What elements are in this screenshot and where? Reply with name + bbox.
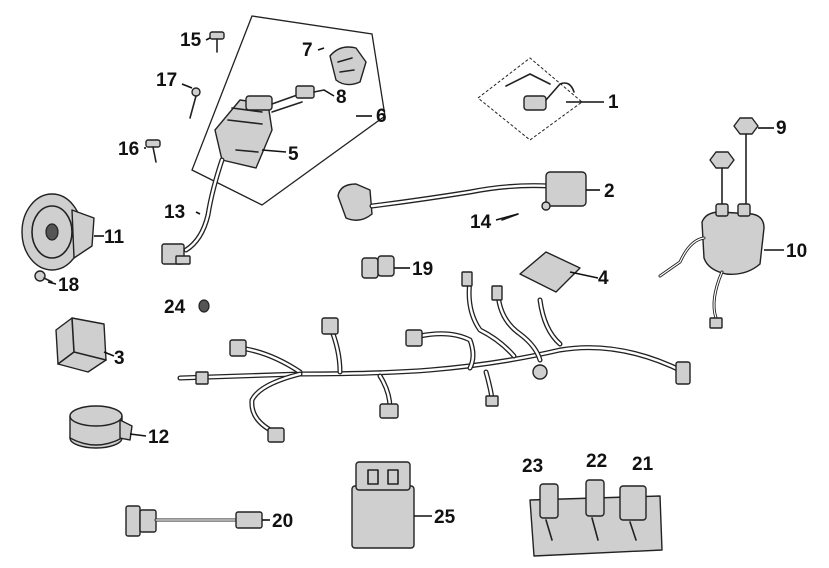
part-10-fuel-unit — [658, 203, 765, 329]
callout-7: 7 — [302, 40, 313, 61]
callout-17: 17 — [156, 70, 177, 91]
screw-15 — [209, 31, 225, 53]
screw-18 — [34, 270, 53, 283]
callout-11: 11 — [104, 227, 125, 248]
part-1-sensor — [477, 57, 583, 141]
main-wire-harness — [177, 271, 691, 443]
part-25-module — [351, 461, 415, 549]
callout-2: 2 — [604, 181, 615, 202]
part-2-ignition-coil — [337, 171, 587, 221]
callout-6: 6 — [376, 106, 387, 127]
callout-3: 3 — [114, 348, 125, 369]
part-19-clips — [361, 255, 395, 279]
callout-8: 8 — [336, 87, 347, 108]
callout-9: 9 — [776, 118, 787, 139]
screw-16 — [145, 139, 161, 163]
part-12-buzzer — [69, 405, 133, 449]
callout-1: 1 — [608, 92, 619, 113]
callout-24: 24 — [164, 297, 186, 318]
callout-19: 19 — [412, 259, 433, 280]
callout-12: 12 — [148, 427, 169, 448]
part-11-horn — [21, 193, 95, 271]
callout-23: 23 — [522, 456, 543, 477]
callout-20: 20 — [272, 511, 293, 532]
callout-10: 10 — [786, 241, 807, 262]
callout-18: 18 — [58, 275, 79, 296]
part-9-caps — [709, 117, 759, 211]
callout-13: 13 — [164, 202, 185, 223]
ignition-switch-assembly — [161, 15, 386, 265]
callout-4: 4 — [598, 268, 609, 289]
leader-lines — [47, 37, 784, 521]
callout-15: 15 — [180, 30, 202, 51]
callout-5: 5 — [288, 144, 299, 165]
part-3-relay — [55, 317, 107, 373]
callout-14: 14 — [470, 212, 492, 233]
switch-block-21-22-23 — [529, 479, 663, 557]
callout-16: 16 — [118, 139, 139, 160]
callout-21: 21 — [632, 454, 654, 475]
callout-22: 22 — [586, 451, 607, 472]
part-20-socket — [125, 505, 263, 537]
part-4-pad — [519, 251, 581, 293]
part-24-grommet — [198, 299, 210, 313]
callout-25: 25 — [434, 507, 456, 528]
